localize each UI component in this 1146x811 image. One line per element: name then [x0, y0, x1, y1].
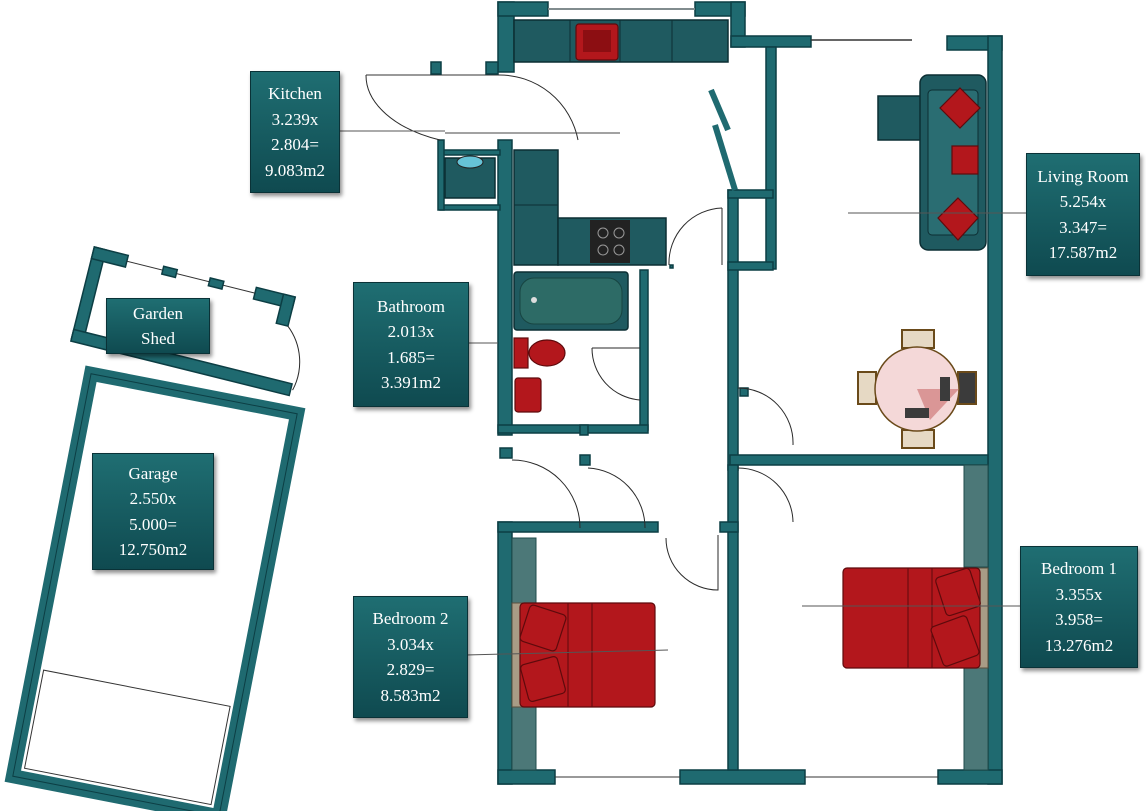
room-depth: 1.685= [387, 347, 435, 367]
room-name: Shed [141, 329, 175, 348]
interior-walls [497, 46, 989, 771]
room-area: 8.583m2 [380, 685, 441, 705]
kitchen-units [444, 19, 729, 266]
room-depth: 3.958= [1055, 610, 1103, 629]
room-name: Garage [128, 463, 178, 483]
bedroom2-furniture [511, 537, 656, 771]
room-name: Living Room [1037, 166, 1129, 186]
bedroom1-label: Bedroom 1 3.355x 3.958= 13.276m2 [1020, 546, 1138, 668]
room-width: 3.239x [271, 109, 319, 129]
room-depth: 3.347= [1059, 217, 1107, 237]
armchair-icon [877, 95, 927, 141]
kitchen-label: Kitchen 3.239x 2.804= 9.083m2 [250, 71, 340, 193]
dining-table-icon [857, 329, 977, 449]
cushion-icon [939, 87, 981, 129]
room-width: 3.034x [387, 634, 434, 654]
room-area: 3.391m2 [381, 373, 441, 392]
living-furniture [857, 74, 987, 449]
room-name: Kitchen [268, 84, 322, 103]
exterior-walls [437, 1, 1003, 785]
hob-icon [590, 220, 630, 263]
basin-icon [514, 377, 542, 413]
bathroom-label: Bathroom 2.013x 1.685= 3.391m2 [353, 282, 469, 407]
room-name: Bedroom 1 [1040, 559, 1118, 578]
room-area: 12.750m2 [118, 540, 188, 559]
bedroom1-furniture [842, 464, 989, 771]
door-swings [365, 74, 794, 591]
room-width: 2.550x [129, 489, 177, 508]
bathroom-fixtures [513, 271, 629, 413]
bedroom2-label: Bedroom 2 3.034x 2.829= 8.583m2 [353, 596, 468, 718]
room-name: Bedroom 2 [372, 609, 449, 628]
garden-shed-label: Garden Shed [106, 298, 210, 354]
room-area: 17.587m2 [1048, 243, 1118, 262]
room-width: 2.013x [387, 322, 435, 341]
living-room-label: Living Room 5.254x 3.347= 17.587m2 [1026, 153, 1140, 276]
room-width: 5.254x [1059, 192, 1107, 211]
room-depth: 2.804= [271, 135, 319, 154]
room-name: Bathroom [377, 296, 445, 316]
room-depth: 5.000= [129, 514, 177, 534]
toilet-icon [513, 337, 529, 369]
room-depth: 2.829= [386, 660, 435, 679]
room-width: 3.355x [1055, 584, 1103, 604]
leader-lines [338, 130, 1026, 656]
garage-label: Garage 2.550x 5.000= 12.750m2 [92, 453, 214, 570]
room-area: 9.083m2 [265, 160, 325, 180]
room-name: Garden [132, 303, 184, 323]
room-area: 13.276m2 [1044, 635, 1114, 655]
windows [366, 8, 938, 778]
garage [4, 365, 306, 811]
